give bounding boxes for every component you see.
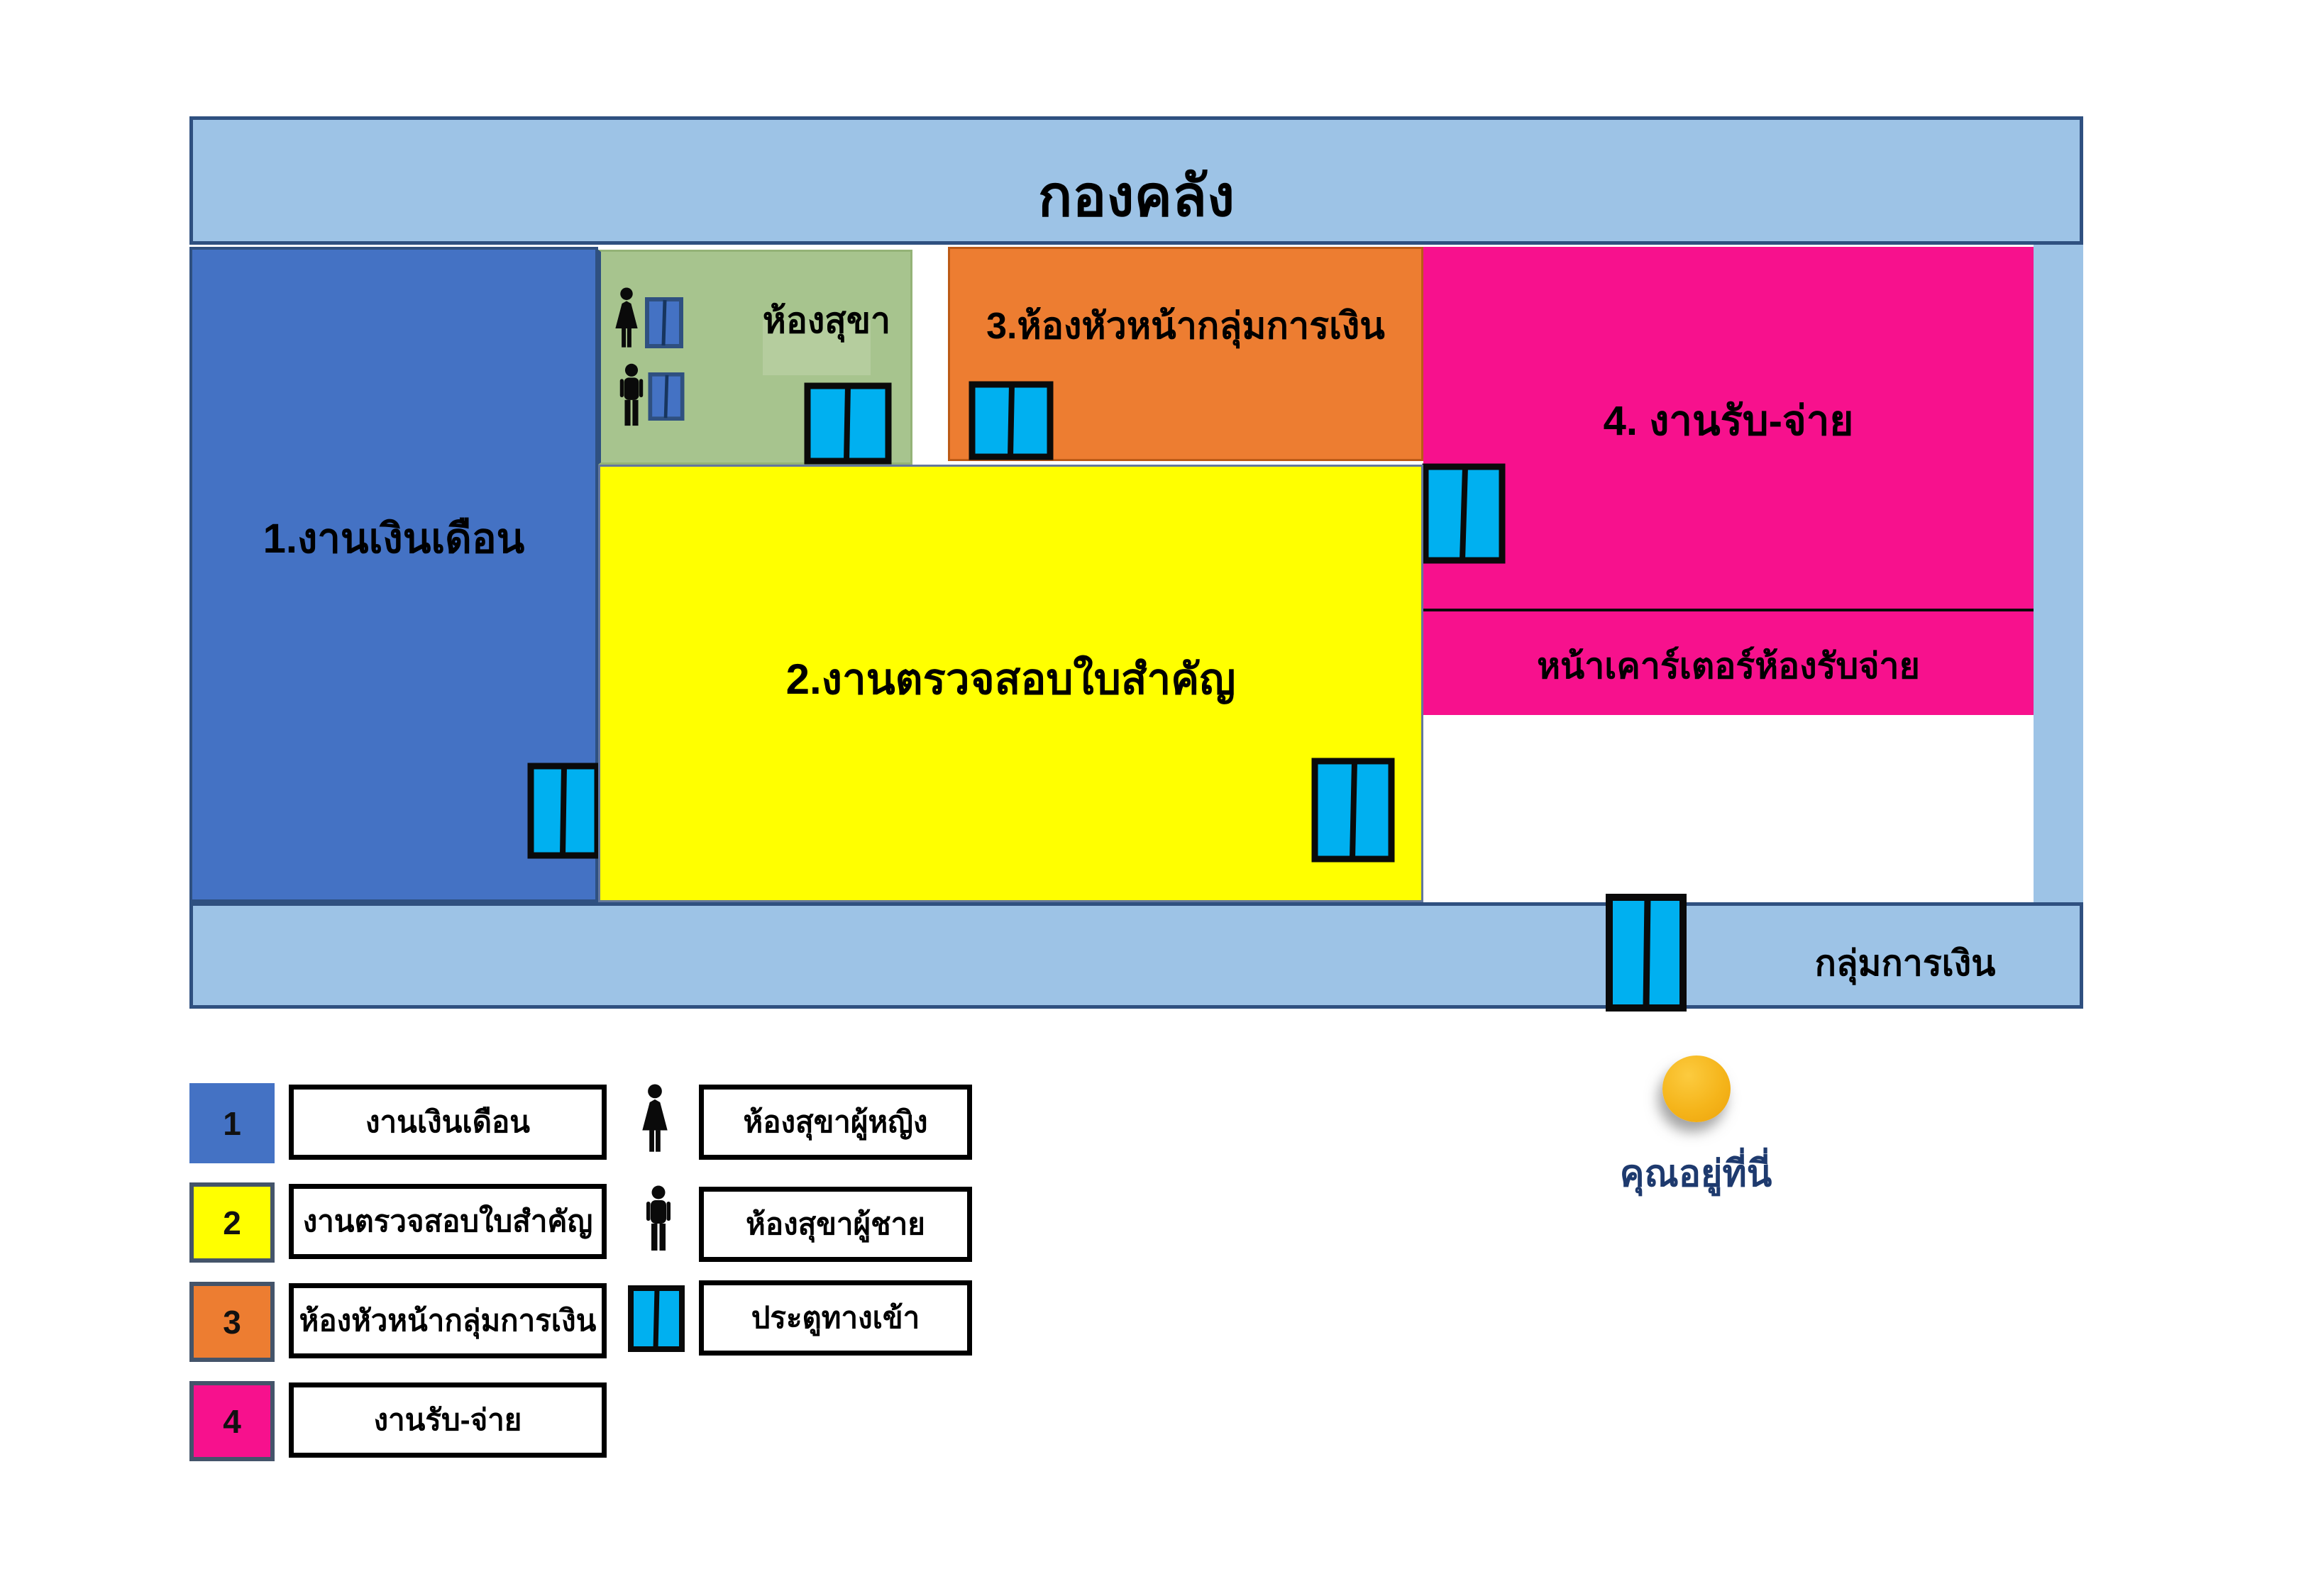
toilet-door-icon-female [645,297,683,348]
legend-label-3: ห้องหัวหน้ากลุ่มการเงิน [299,1304,597,1337]
entry-door-icon-room2 [1311,758,1395,863]
entry-door-icon-room3 [969,381,1054,460]
room-3-chief: 3.ห้องหัวหน้ากลุ่มการเงิน [948,247,1423,461]
legend-number-3: 3 [223,1303,241,1341]
male-icon [646,1185,671,1251]
entry-door-icon-toilet [804,382,892,465]
legend-label-2: งานตรวจสอบใบสำคัญ [302,1204,593,1238]
legend-label-1: งานเงินเดือน [365,1105,530,1138]
entry-door-icon-room4 [1422,463,1506,564]
legend-label-male: ห้องสุขาผู้ชาย [746,1207,925,1241]
room-3-label: 3.ห้องหัวหน้ากลุ่มการเงิน [986,306,1385,347]
door-icon [628,1285,685,1352]
female-icon [642,1084,668,1152]
finance-group-label: กลุ่มการเงิน [1814,943,1996,983]
legend-label-box-3: ห้องหัวหน้ากลุ่มการเงิน [289,1283,607,1358]
legend-swatch-2: 2 [189,1182,275,1263]
you-are-here-label: คุณอยู่ที่นี่ [1619,1153,1772,1195]
male-icon [619,363,644,426]
legend-number-2: 2 [223,1204,241,1241]
legend-swatch-1: 1 [189,1083,275,1163]
header-band: กองคลัง [189,116,2083,245]
page-title: กองคลัง [1037,165,1235,228]
legend-label-box-door: ประตูทางเข้า [699,1280,972,1356]
legend-label-box-male: ห้องสุขาผู้ชาย [699,1187,972,1262]
legend-number-4: 4 [223,1402,241,1440]
room-2-audit: 2.งานตรวจสอบใบสำคัญ [598,465,1423,902]
legend-label-female: ห้องสุขาผู้หญิง [743,1105,928,1138]
toilet-room-label: ห้องสุขา [762,301,891,340]
legend-label-box-female: ห้องสุขาผู้หญิง [699,1085,972,1160]
room-4-label: 4. งานรับ-จ่าย [1603,398,1854,444]
room-1-label: 1.งานเงินเดือน [263,516,525,562]
counter-strip: หน้าเคาร์เตอร์ห้องรับจ่าย [1423,611,2034,715]
legend-swatch-4: 4 [189,1381,275,1461]
counter-divider-line [1423,609,2034,611]
entry-door-icon-main [1606,894,1687,1012]
female-icon [615,287,638,348]
right-corridor-strip [2034,245,2083,902]
legend-label-4: งานรับ-จ่าย [373,1403,522,1436]
legend-swatch-3: 3 [189,1282,275,1362]
legend-label-door: ประตูทางเข้า [751,1301,920,1334]
finance-group-band: กลุ่มการเงิน [189,902,2083,1009]
legend-label-box-2: งานตรวจสอบใบสำคัญ [289,1184,607,1259]
toilet-door-icon-male [648,372,685,421]
toilet-label-highlight [763,320,871,375]
legend-number-1: 1 [223,1104,241,1142]
entry-door-icon-room1 [527,763,601,859]
you-are-here-marker [1662,1055,1731,1122]
room-1-payroll: 1.งานเงินเดือน [189,247,601,902]
room-toilet: ห้องสุขา [598,250,912,465]
legend-label-box-1: งานเงินเดือน [289,1085,607,1160]
room-4-payment: 4. งานรับ-จ่าย [1422,247,2034,611]
legend-label-box-4: งานรับ-จ่าย [289,1382,607,1458]
counter-label: หน้าเคาร์เตอร์ห้องรับจ่าย [1537,646,1920,686]
room-2-label: 2.งานตรวจสอบใบสำคัญ [785,655,1236,703]
